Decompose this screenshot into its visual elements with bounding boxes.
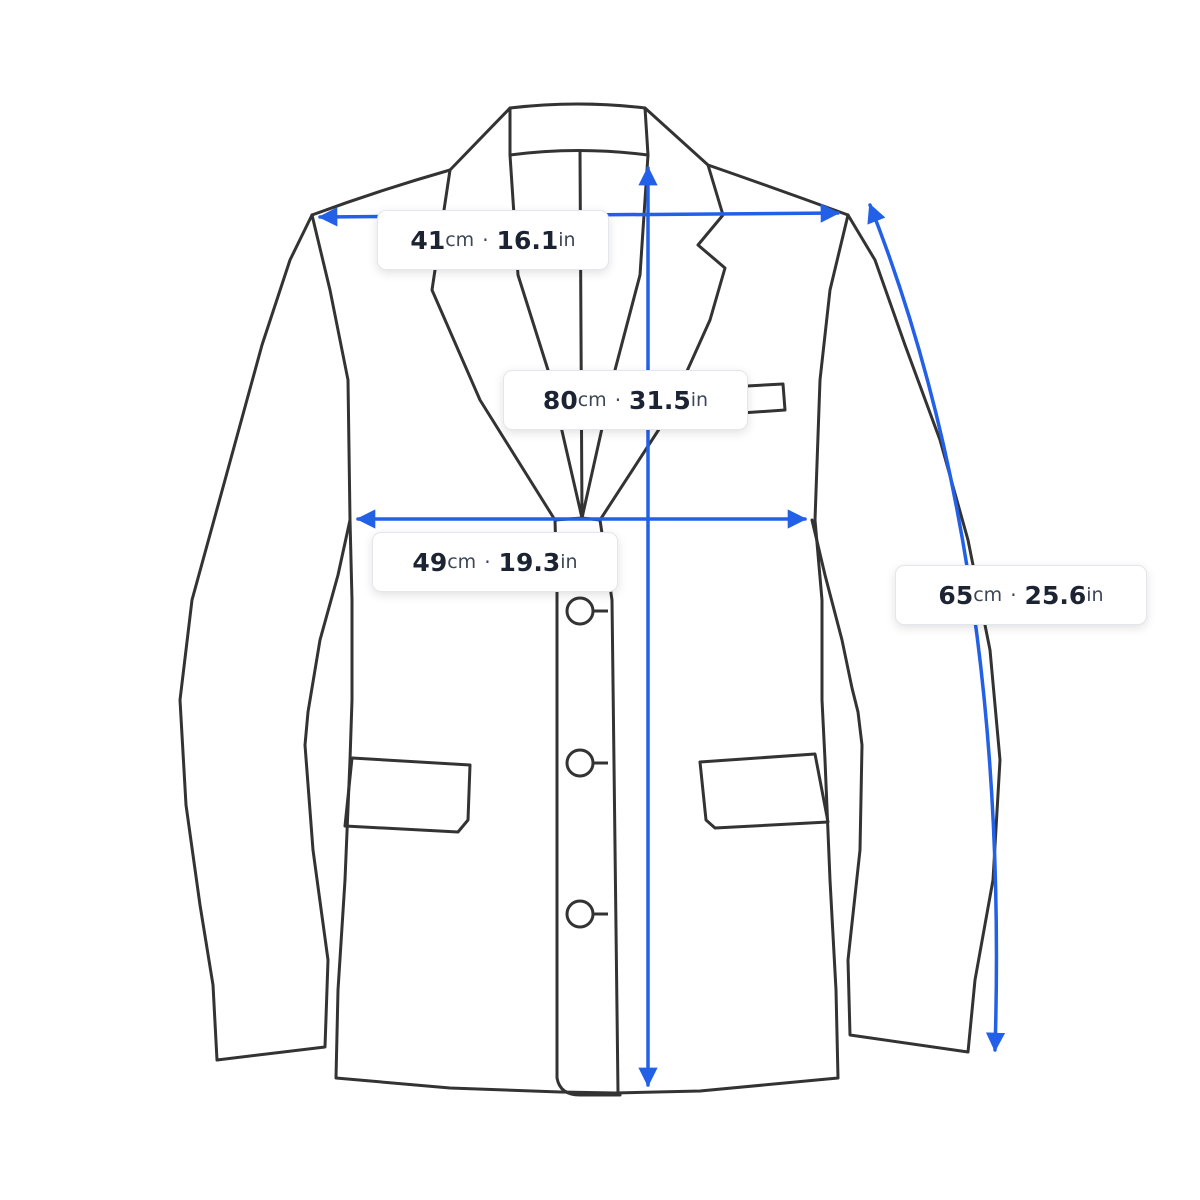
sleeve-separator: · [1010, 583, 1017, 607]
chest-cm-value: 49 [412, 547, 448, 577]
sleeve-measure-line [867, 203, 1006, 1052]
chest-separator: · [484, 550, 491, 574]
collar-back [448, 102, 710, 172]
length-cm-unit: cm [577, 389, 607, 411]
shoulder-inch-value: 16.1 [496, 225, 559, 255]
jacket-body [310, 213, 850, 1095]
left-sleeve [178, 213, 352, 1062]
length-inch-unit: in [690, 389, 709, 411]
length-cm-value: 80 [542, 385, 578, 415]
left-pocket-flap [343, 756, 472, 834]
left-shoulder-seam [310, 168, 452, 217]
right-pocket-flap [698, 752, 830, 830]
right-shoulder-seam [706, 163, 850, 217]
buttons [565, 596, 608, 929]
length-inch-value: 31.5 [629, 385, 691, 415]
button-top [565, 596, 595, 626]
sleeve-cm-value: 65 [938, 580, 974, 610]
front-edge [598, 518, 620, 1094]
button-placket [555, 588, 622, 1097]
button-bottom [565, 899, 595, 929]
chest-inch-value: 19.3 [498, 547, 561, 577]
shoulder-cm-unit: cm [445, 229, 475, 251]
collar-stand [508, 106, 650, 157]
measurement-lines [318, 166, 1006, 1087]
button-middle [565, 748, 595, 778]
shirt-center-line [578, 150, 584, 520]
chest-inch-unit: in [560, 551, 578, 573]
chest-cm-unit: cm [447, 551, 477, 573]
shoulder-separator: · [482, 228, 489, 252]
shoulder-inch-unit: in [558, 229, 576, 251]
shoulder-cm-value: 41 [410, 225, 446, 255]
length-separator: · [614, 388, 622, 412]
right-sleeve [810, 213, 1002, 1054]
sleeve-inch-unit: in [1086, 584, 1104, 606]
sleeve-inch-value: 25.6 [1024, 580, 1087, 610]
sleeve-cm-unit: cm [973, 584, 1003, 606]
